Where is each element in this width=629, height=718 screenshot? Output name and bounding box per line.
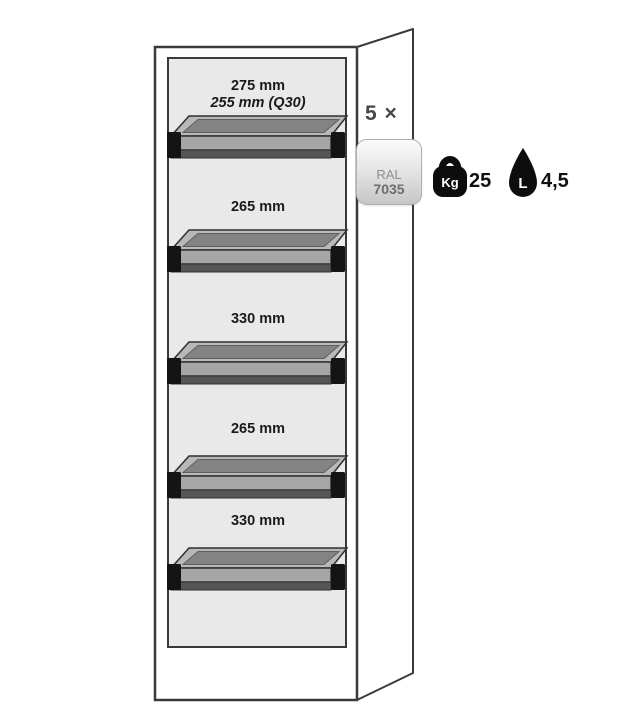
dimension-text: 330 mm	[230, 311, 286, 327]
pullout-tray	[166, 229, 348, 273]
ral-code: 7035	[373, 181, 405, 197]
volume-value: 4,5	[541, 170, 569, 192]
volume-unit-label: L	[518, 175, 527, 192]
ral-label: RAL	[376, 167, 402, 182]
volume-drop-icon: L	[509, 148, 537, 197]
shelf-dimension-label: 330 mm	[231, 311, 285, 328]
shelf-dimension-label: 265 mm	[231, 199, 285, 216]
cabinet-side-panel	[356, 28, 414, 701]
shelf-dimension-label: 265 mm	[231, 421, 285, 438]
dimension-text-alt: 255 mm (Q30)	[210, 94, 306, 111]
ral-color-swatch: RAL 7035	[356, 139, 422, 205]
dimension-text: 265 mm	[230, 421, 286, 437]
shelf-dimension-label: 330 mm	[231, 513, 285, 530]
pullout-tray	[166, 341, 348, 385]
dimension-text: 275 mm	[230, 78, 286, 94]
dimension-text: 265 mm	[230, 199, 286, 215]
quantity-label: 5 ×	[365, 102, 398, 125]
load-capacity-value: 25	[469, 170, 492, 192]
pullout-tray	[166, 455, 348, 499]
pullout-tray	[166, 547, 348, 591]
weight-unit-label: Kg	[441, 175, 458, 190]
shelf-dimension-label: 275 mm 255 mm (Q30)	[210, 78, 305, 111]
pullout-tray	[166, 115, 348, 159]
dimension-text: 330 mm	[230, 513, 286, 529]
weight-icon: Kg	[433, 156, 467, 197]
